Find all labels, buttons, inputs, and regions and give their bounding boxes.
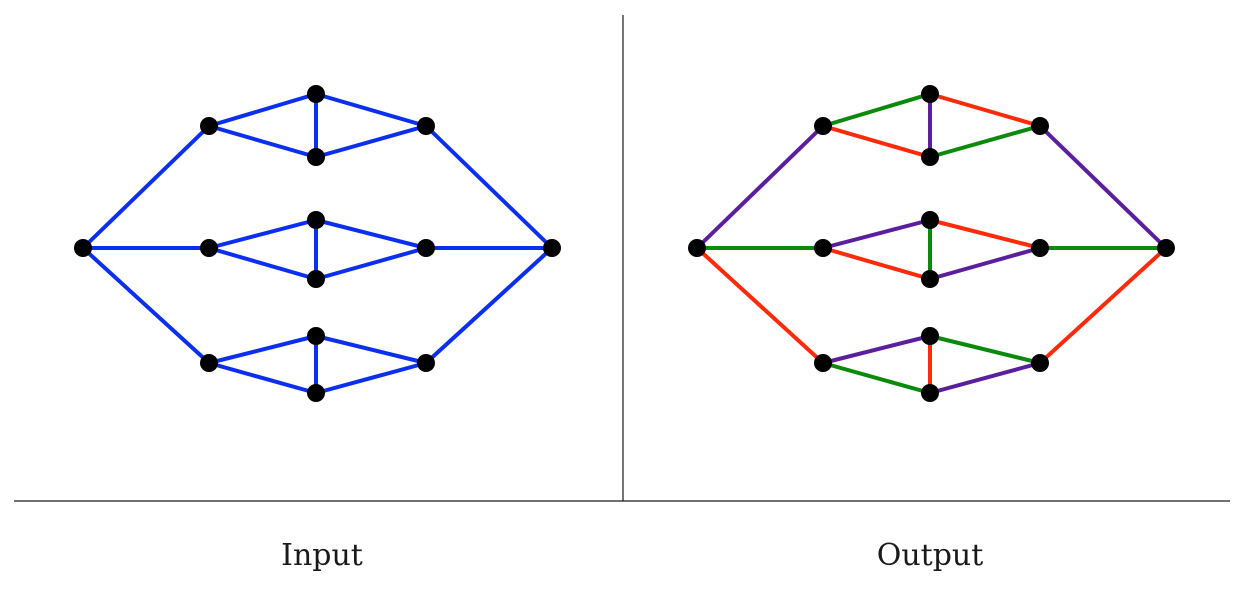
output-node-a2 [814,239,832,257]
output-node-r [1157,239,1175,257]
input-node-b2 [307,211,325,229]
input-node-b1 [307,85,325,103]
input-edge-a3-c3 [207,361,318,395]
output-edge-b3-d3 [928,334,1042,365]
input-edge-c2-d2 [314,246,428,281]
output-edge-l-a1 [695,124,825,250]
output-edge-c1-d1 [928,124,1042,159]
input-graph-panel [74,85,561,402]
output-edge-a3-b3 [821,334,932,365]
output-node-c1 [921,148,939,166]
output-edge-c3-d3 [928,361,1042,395]
output-caption: Output [876,538,984,573]
output-node-b3 [921,327,939,345]
input-node-a1 [200,117,218,135]
input-node-d1 [417,117,435,135]
output-edge-a1-b1 [821,92,932,128]
output-node-a3 [814,354,832,372]
input-edge-a1-c1 [207,124,318,159]
input-edge-d1-r [424,124,554,250]
input-node-c1 [307,148,325,166]
input-edge-l-a1 [81,124,211,250]
input-node-d2 [417,239,435,257]
input-edge-c1-d1 [314,124,428,159]
input-node-r [543,239,561,257]
output-edge-d3-r [1038,246,1168,365]
input-node-d3 [417,354,435,372]
input-edge-a2-c2 [207,246,318,281]
input-node-a2 [200,239,218,257]
input-edge-b2-d2 [314,218,428,250]
output-node-d3 [1031,354,1049,372]
output-node-c2 [921,270,939,288]
output-edge-a3-c3 [821,361,932,395]
input-node-a3 [200,354,218,372]
input-edge-a2-b2 [207,218,318,250]
input-node-c3 [307,384,325,402]
output-edge-b1-d1 [928,92,1042,128]
output-edge-a2-b2 [821,218,932,250]
input-edges [81,92,554,395]
output-nodes [688,85,1175,402]
output-edges [695,92,1168,395]
input-nodes [74,85,561,402]
input-edge-b1-d1 [314,92,428,128]
input-edge-d3-r [424,246,554,365]
output-node-d1 [1031,117,1049,135]
output-node-c3 [921,384,939,402]
output-node-d2 [1031,239,1049,257]
output-node-b1 [921,85,939,103]
input-caption: Input [281,538,363,573]
output-node-b2 [921,211,939,229]
output-edge-c2-d2 [928,246,1042,281]
input-edge-a3-b3 [207,334,318,365]
output-edge-d1-r [1038,124,1168,250]
input-edge-a1-b1 [207,92,318,128]
output-edge-l-a3 [695,246,825,365]
input-edge-b3-d3 [314,334,428,365]
output-edge-b2-d2 [928,218,1042,250]
output-edge-a2-c2 [821,246,932,281]
output-node-a1 [814,117,832,135]
output-edge-a1-c1 [821,124,932,159]
input-node-c2 [307,270,325,288]
input-edge-l-a3 [81,246,211,365]
input-node-l [74,239,92,257]
input-node-b3 [307,327,325,345]
output-graph-panel [688,85,1175,402]
output-node-l [688,239,706,257]
input-edge-c3-d3 [314,361,428,395]
